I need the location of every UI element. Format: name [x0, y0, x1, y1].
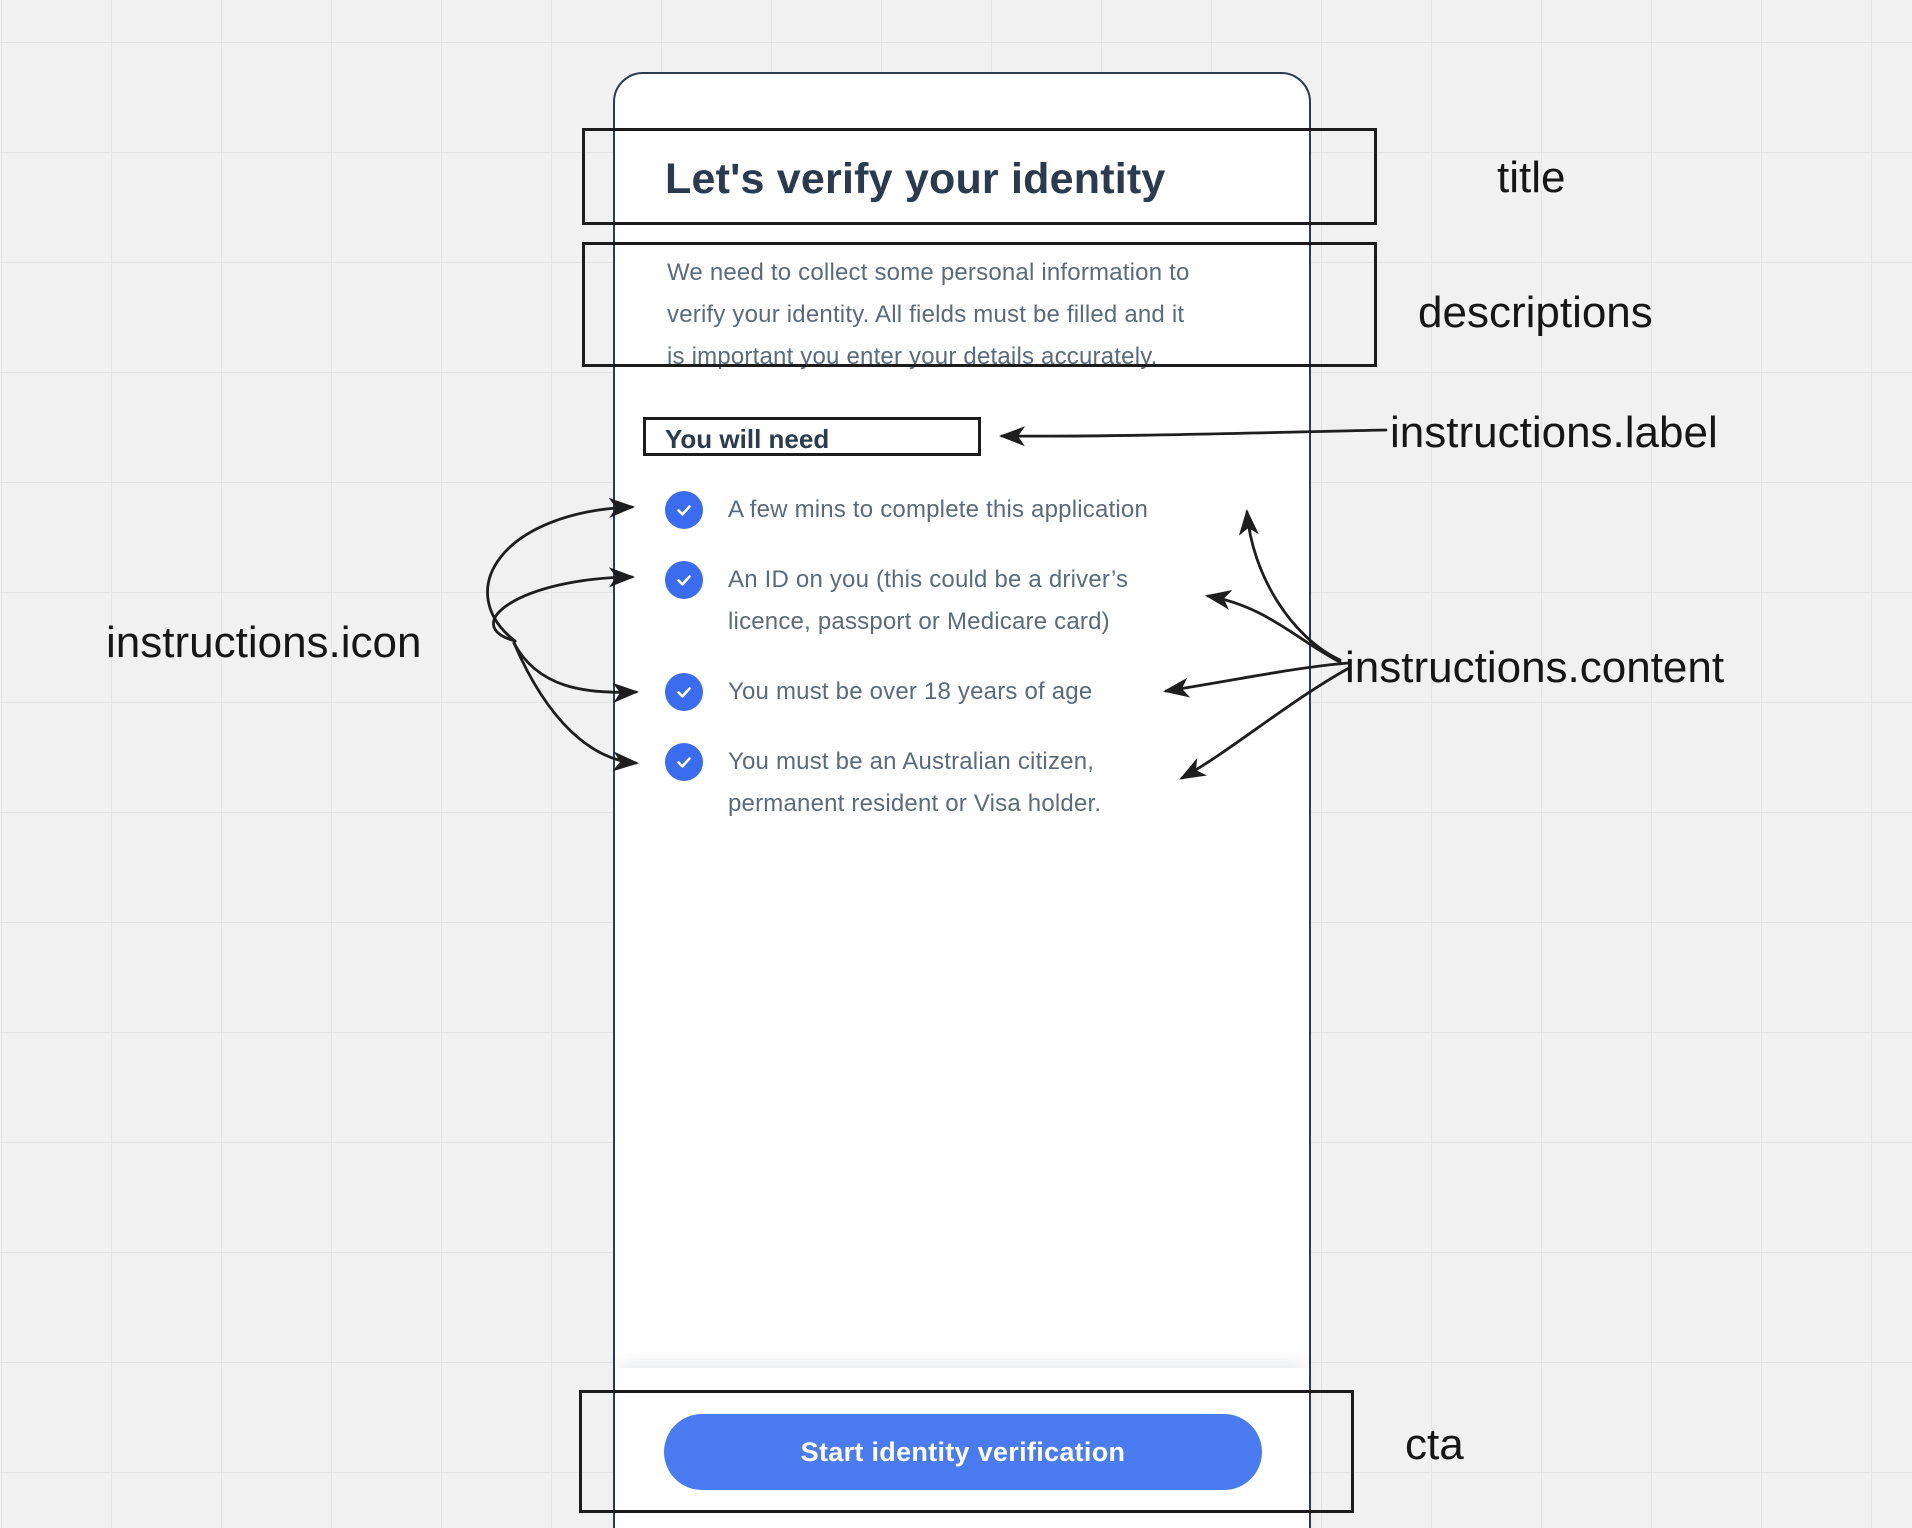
instruction-item: You must be an Australian citizen, perma…: [665, 741, 1225, 825]
instruction-content: You must be an Australian citizen, perma…: [728, 741, 1101, 825]
instruction-line: An ID on you (this could be a driver’s: [728, 566, 1129, 593]
annotation-label-title: title: [1497, 153, 1566, 202]
check-icon: [665, 673, 703, 711]
annotation-label-instructions-icon: instructions.icon: [106, 618, 422, 667]
annotation-label-descriptions: descriptions: [1418, 288, 1653, 337]
identity-verification-card: Let's verify your identity We need to co…: [613, 72, 1311, 1528]
annotation-box-cta: [579, 1390, 1354, 1513]
check-icon: [665, 743, 703, 781]
page-title: Let's verify your identity: [665, 155, 1166, 203]
instruction-line: You must be an Australian citizen,: [728, 748, 1095, 775]
annotation-label-instructions-content: instructions.content: [1345, 643, 1725, 692]
annotation-box-descriptions: [582, 242, 1377, 367]
annotation-box-instructions-label: [643, 417, 981, 456]
card-footer: Start identity verification: [615, 1368, 1309, 1528]
instructions-list: A few mins to complete this application …: [665, 489, 1225, 853]
instruction-line: A few mins to complete this application: [728, 496, 1149, 523]
instruction-content: You must be over 18 years of age: [728, 671, 1092, 713]
annotation-label-instructions-label: instructions.label: [1390, 408, 1718, 457]
instruction-content: An ID on you (this could be a driver’s l…: [728, 559, 1128, 643]
start-identity-verification-button[interactable]: Start identity verification: [664, 1414, 1262, 1490]
instruction-line: You must be over 18 years of age: [728, 678, 1093, 705]
check-icon: [665, 491, 703, 529]
instruction-item: You must be over 18 years of age: [665, 671, 1225, 713]
instruction-content: A few mins to complete this application: [728, 489, 1148, 531]
instruction-item: An ID on you (this could be a driver’s l…: [665, 559, 1225, 643]
description-line: We need to collect some personal informa…: [667, 259, 1190, 286]
instruction-line: permanent resident or Visa holder.: [728, 790, 1102, 817]
annotation-box-title: [582, 128, 1377, 225]
description-line: verify your identity. All fields must be…: [667, 301, 1185, 328]
check-icon: [665, 561, 703, 599]
instruction-line: licence, passport or Medicare card): [728, 608, 1110, 635]
annotation-label-cta: cta: [1405, 1420, 1464, 1469]
instructions-label: You will need: [665, 424, 830, 454]
instruction-item: A few mins to complete this application: [665, 489, 1225, 531]
